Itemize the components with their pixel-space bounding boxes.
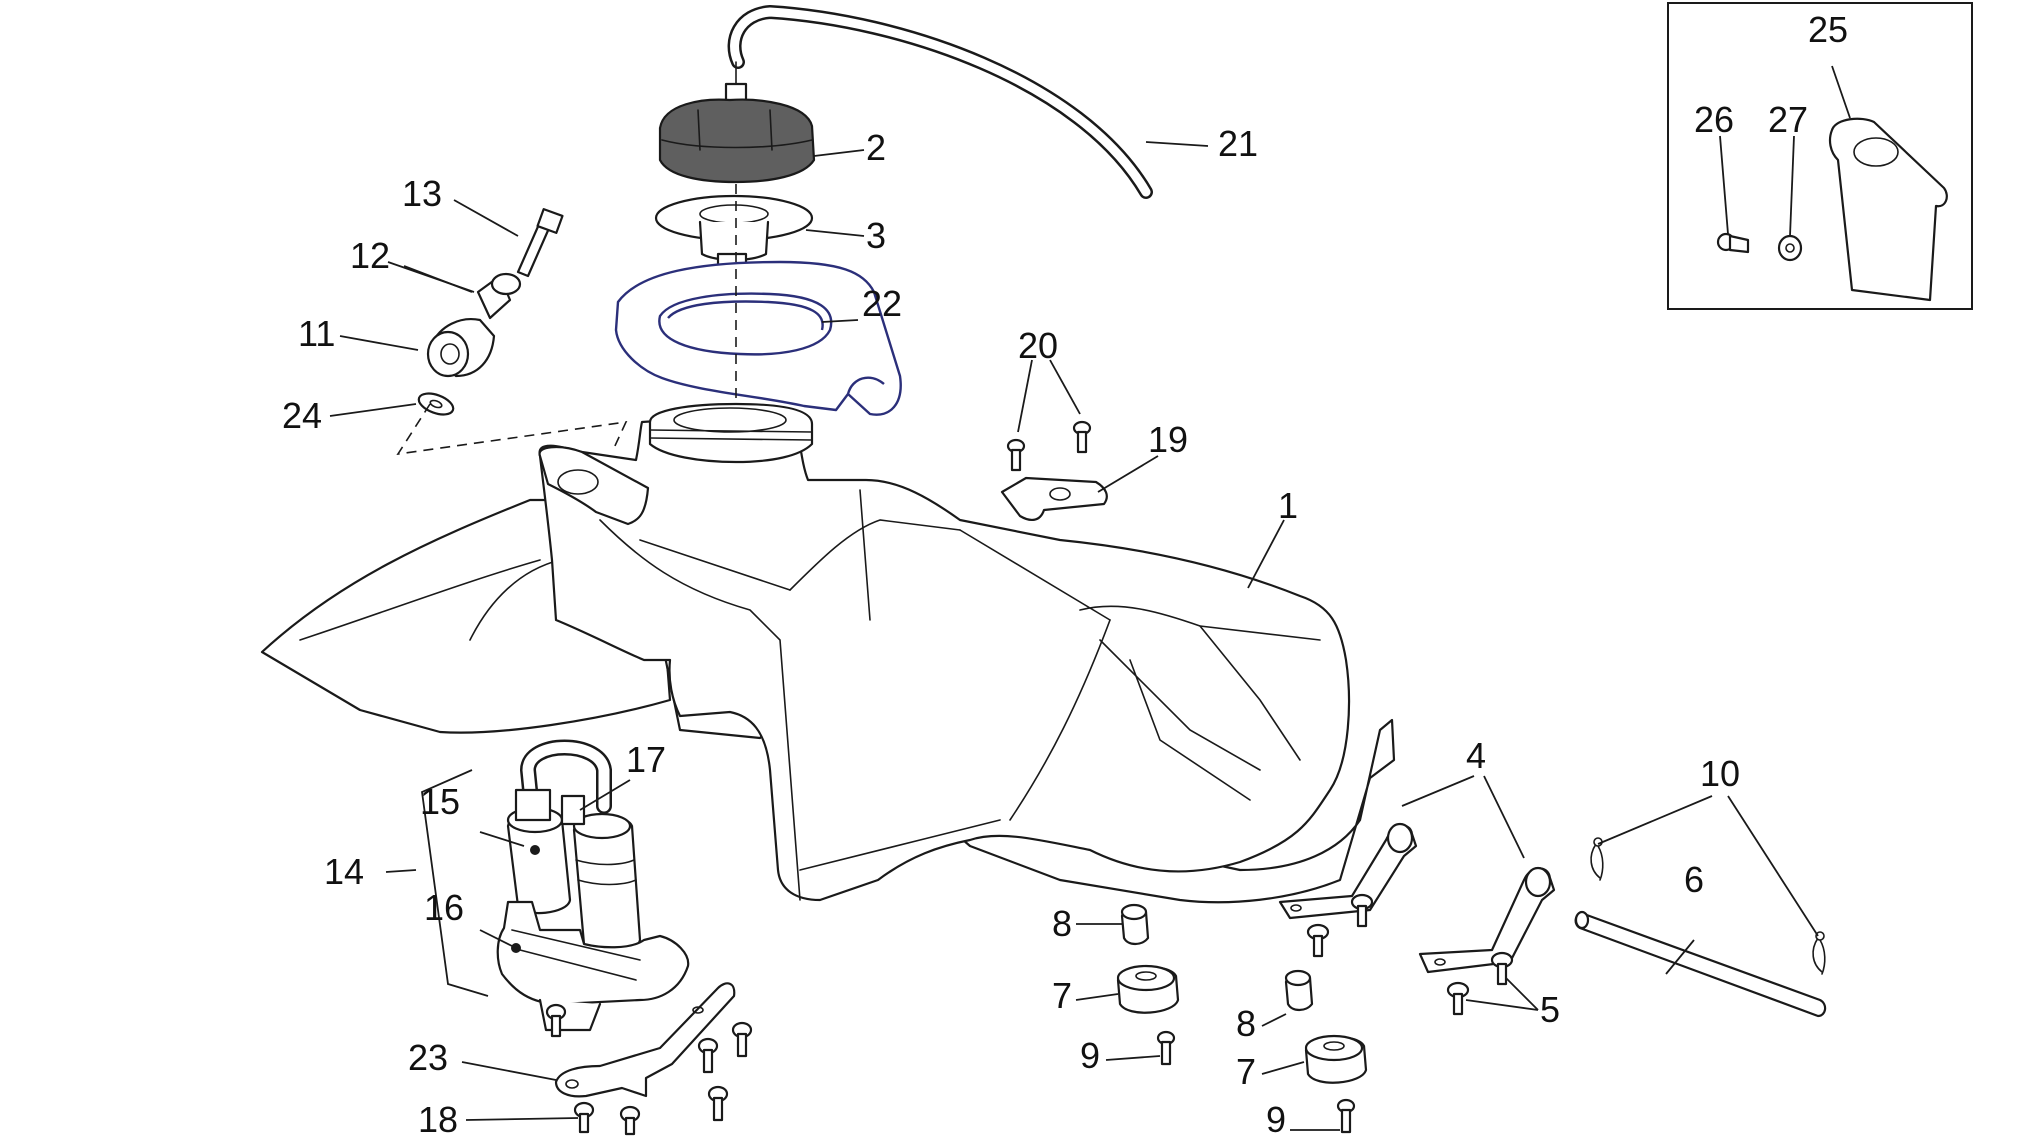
filler-protective-cover [614,260,902,416]
fuel-pump-assembly [421,739,690,1032]
breather-hose [727,4,1153,199]
small-screw-left [1006,438,1026,472]
rubber-mount-right [1284,969,1368,1134]
callout-12: 12 [350,235,390,276]
callout-9a: 9 [1080,1035,1100,1076]
callout-19: 19 [1148,419,1188,460]
callout-18: 18 [418,1099,458,1140]
callout-11: 11 [298,313,335,354]
mounting-plate-group [1000,359,1159,522]
small-screw-right [1072,420,1092,454]
inset-washer [1777,234,1803,262]
fuel-tank [260,402,1396,904]
callout-24: 24 [282,395,322,436]
callout-1: 1 [1278,485,1298,526]
callout-15: 15 [420,781,460,822]
fuel-filler-cap [658,61,816,184]
callout-22: 22 [862,283,902,324]
callout-8a: 8 [1052,903,1072,944]
callout-10: 10 [1700,753,1740,794]
callout-8b: 8 [1236,1003,1256,1044]
callout-16: 16 [424,887,464,928]
callout-25: 25 [1808,9,1848,50]
callout-6: 6 [1684,859,1704,900]
inset-screw [1716,232,1750,254]
callout-23: 23 [408,1037,448,1078]
callout-17: 17 [626,739,666,780]
callout-21: 21 [1218,123,1258,164]
callout-3: 3 [866,215,886,256]
callout-14: 14 [324,851,364,892]
callout-7a: 7 [1052,975,1072,1016]
callout-20: 20 [1018,325,1058,366]
callout-labels: 1 2 3 4 5 6 7 7 8 8 9 9 10 11 12 13 14 1… [282,9,1848,1140]
pump-screws [545,1003,753,1136]
callout-4: 4 [1466,735,1486,776]
callout-9b: 9 [1266,1099,1286,1140]
callout-7b: 7 [1236,1051,1256,1092]
callout-27: 27 [1768,99,1808,140]
r-clip-left [1590,837,1604,881]
front-mount-bolt-assembly [396,208,628,456]
tank-support-rod [1574,910,1827,1018]
callout-5: 5 [1540,989,1560,1030]
callout-26: 26 [1694,99,1734,140]
callout-13: 13 [402,173,442,214]
rear-brackets [1278,822,1556,1016]
tank-guard-pad [1828,117,1948,302]
rubber-mount-left [1116,903,1180,1066]
r-clip-right [1812,931,1826,975]
leader-lines [329,141,1819,1131]
callout-2: 2 [866,127,886,168]
pump-retaining-strap [554,982,736,1098]
inset-panel [1667,2,1973,310]
filler-gasket [654,194,814,274]
